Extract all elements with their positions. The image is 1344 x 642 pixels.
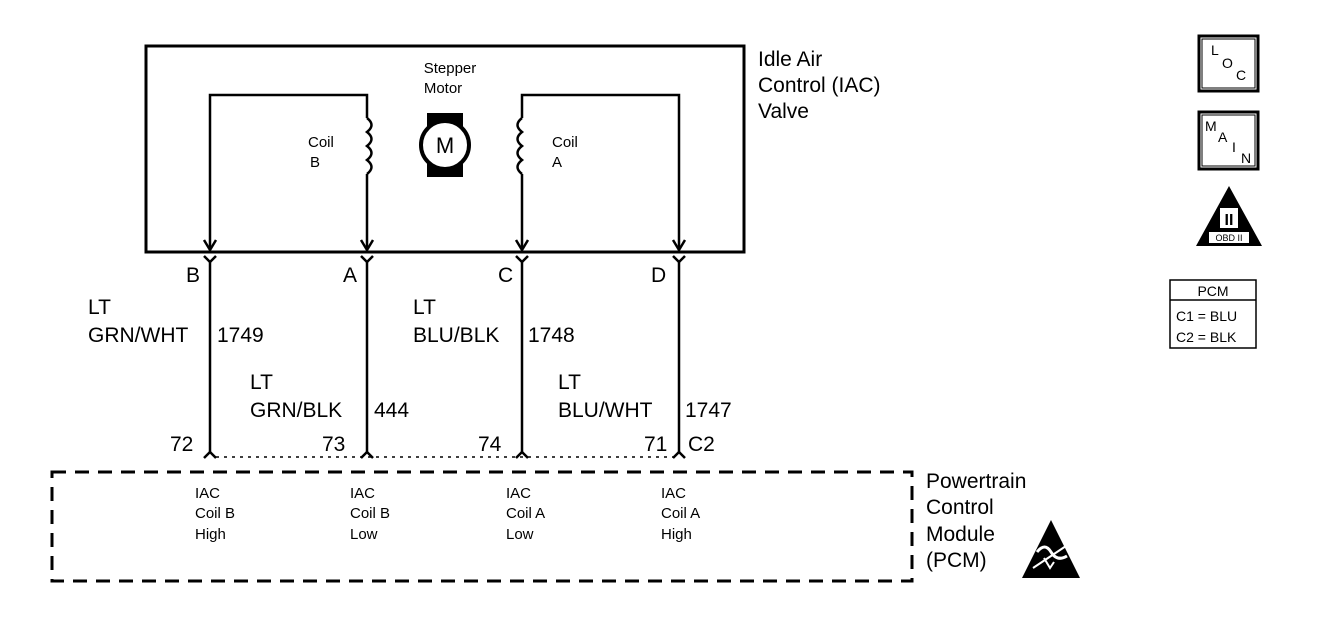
pin-c-label: C	[498, 264, 513, 287]
pcm-terminal-4-line2: Coil A	[661, 505, 700, 522]
esd-warning-icon	[1022, 520, 1080, 578]
iac-connector-terminals	[203, 255, 686, 264]
coil-a-top-wire	[520, 93, 681, 248]
iac-title-line2: Control (IAC)	[758, 74, 881, 97]
pcm-terminal-3-line2: Coil A	[506, 505, 545, 522]
coil-a-label-line2: A	[552, 154, 562, 171]
pcm-terminal-1-line3: High	[195, 526, 226, 543]
coil-b-label-line2: B	[310, 154, 320, 171]
pcm-terminal-1-line2: Coil B	[195, 505, 235, 522]
wire-1749-circuit: 1749	[217, 324, 264, 347]
iac-title-line1: Idle Air	[758, 48, 822, 71]
coil-a-winding-icon	[516, 117, 525, 175]
pin-d-label: D	[651, 264, 666, 287]
arrow-c-icon	[514, 239, 530, 253]
pcm-terminal-4-line1: IAC	[661, 485, 686, 502]
motor-label-line2: Motor	[424, 80, 462, 97]
pcm-box	[50, 470, 914, 583]
motor-label-line1: Stepper	[424, 60, 477, 77]
loc-letter-o: O	[1222, 55, 1233, 71]
main-letter-m: M	[1205, 118, 1217, 134]
pcm-pin-73: 73	[322, 433, 345, 456]
wire-1749-color-line2: GRN/WHT	[88, 324, 188, 347]
loc-letter-l: L	[1211, 42, 1219, 58]
pcm-legend-c1: C1 = BLU	[1176, 308, 1237, 324]
arrow-a-icon	[359, 239, 375, 253]
main-letter-n: N	[1241, 150, 1251, 166]
wire-1747-circuit: 1747	[685, 399, 732, 422]
wire-444-color-line2: GRN/BLK	[250, 399, 342, 422]
pcm-title-line2: Control	[926, 496, 994, 519]
iac-title-line3: Valve	[758, 100, 809, 123]
pcm-title-line3: Module	[926, 523, 995, 546]
wire-1748-circuit: 1748	[528, 324, 575, 347]
wire-1748-color-line2: BLU/BLK	[413, 324, 499, 347]
pcm-connector-legend: PCM C1 = BLU C2 = BLK	[1169, 279, 1257, 349]
obd-ii-icon: II OBD II	[1196, 186, 1262, 246]
main-letter-a: A	[1218, 129, 1228, 145]
pcm-terminal-3-line1: IAC	[506, 485, 531, 502]
stepper-motor-icon: M	[419, 113, 471, 177]
coil-b-top-wire	[208, 93, 369, 248]
arrow-d-icon	[671, 239, 687, 253]
wire-444-color-line1: LT	[250, 371, 273, 394]
pcm-pin-74: 74	[478, 433, 502, 456]
pcm-pin-71: 71	[644, 433, 667, 456]
pcm-connector-id: C2	[688, 433, 715, 456]
pcm-legend-c2: C2 = BLK	[1176, 329, 1237, 345]
pin-b-label: B	[186, 264, 200, 287]
arrow-b-icon	[202, 239, 218, 253]
wire-1749-color-line1: LT	[88, 296, 111, 319]
pcm-legend-title: PCM	[1197, 283, 1228, 299]
coil-b-label-line1: Coil	[308, 134, 334, 151]
wire-1747-color-line2: BLU/WHT	[558, 399, 653, 422]
motor-symbol: M	[436, 133, 454, 158]
obd-text: OBD II	[1215, 233, 1242, 243]
pcm-terminal-2-line1: IAC	[350, 485, 375, 502]
pcm-connector-terminals	[203, 450, 686, 459]
coil-a-label-line1: Coil	[552, 134, 578, 151]
pcm-title-line1: Powertrain	[926, 470, 1026, 493]
wire-1748-color-line1: LT	[413, 296, 436, 319]
obd-symbol: II	[1225, 212, 1234, 229]
pin-a-label: A	[343, 264, 357, 287]
main-legend-icon: M A I N	[1197, 110, 1260, 171]
pcm-title-line4: (PCM)	[926, 549, 987, 572]
loc-legend-icon: L O C	[1197, 34, 1260, 93]
pcm-terminal-4-line3: High	[661, 526, 692, 543]
iac-valve-box	[144, 44, 746, 254]
pcm-terminal-2-line2: Coil B	[350, 505, 390, 522]
wire-1747-color-line1: LT	[558, 371, 581, 394]
pcm-pin-72: 72	[170, 433, 193, 456]
pcm-terminal-2-line3: Low	[350, 526, 378, 543]
main-letter-i: I	[1232, 139, 1236, 155]
pcm-terminal-3-line3: Low	[506, 526, 534, 543]
pcm-terminal-1-line1: IAC	[195, 485, 220, 502]
coil-b-winding-icon	[364, 117, 373, 175]
wire-444-circuit: 444	[374, 399, 409, 422]
loc-letter-c: C	[1236, 67, 1246, 83]
